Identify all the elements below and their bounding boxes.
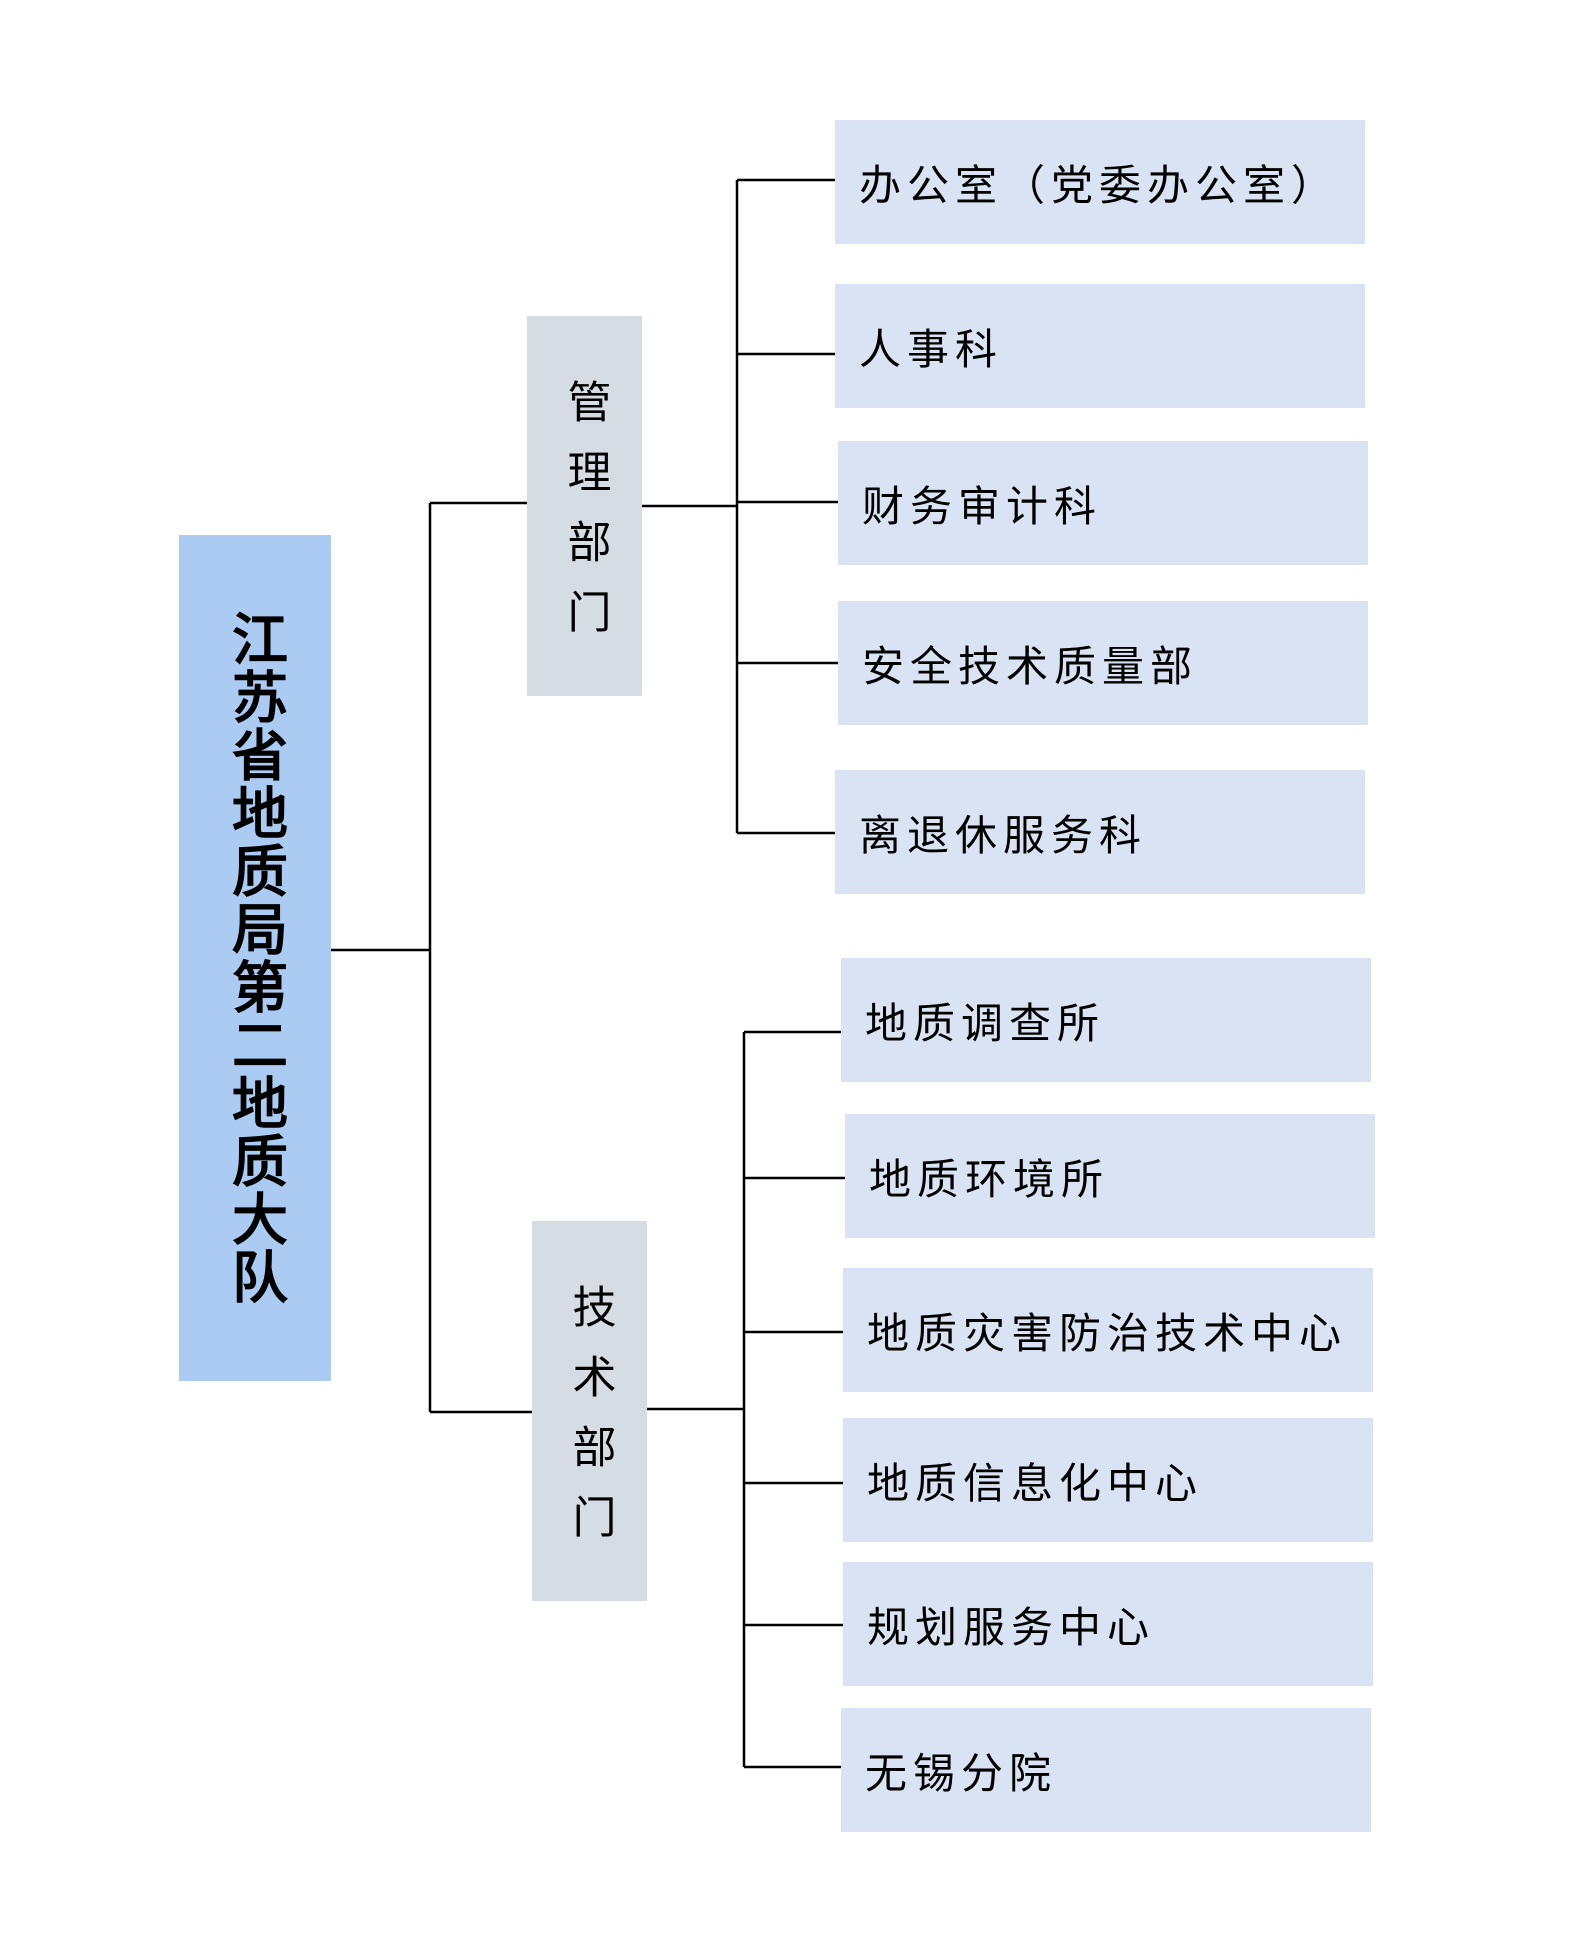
unit-node: 财务审计科 xyxy=(838,441,1368,565)
unit-label: 地质调查所 xyxy=(865,998,1106,1048)
unit-label: 离退休服务科 xyxy=(859,810,1148,860)
unit-label: 安全技术质量部 xyxy=(862,641,1199,691)
unit-node: 人事科 xyxy=(835,284,1365,408)
unit-label: 规划服务中心 xyxy=(867,1602,1156,1652)
unit-node: 地质调查所 xyxy=(841,958,1371,1082)
unit-node: 规划服务中心 xyxy=(843,1562,1373,1686)
unit-node: 安全技术质量部 xyxy=(838,601,1368,725)
unit-node: 无锡分院 xyxy=(841,1708,1371,1832)
root-node: 江苏省地质局第二地质大队 xyxy=(179,535,331,1381)
unit-node: 离退休服务科 xyxy=(835,770,1365,894)
unit-label: 地质环境所 xyxy=(869,1154,1110,1204)
unit-node: 办公室（党委办公室） xyxy=(835,120,1365,244)
unit-label: 地质信息化中心 xyxy=(867,1458,1204,1508)
unit-node: 地质信息化中心 xyxy=(843,1418,1373,1542)
unit-label: 办公室（党委办公室） xyxy=(859,160,1340,210)
dept-label: 管理部门 xyxy=(559,379,611,659)
unit-label: 财务审计科 xyxy=(862,481,1103,531)
dept-label: 技术部门 xyxy=(564,1284,616,1564)
unit-label: 无锡分院 xyxy=(865,1748,1058,1798)
root-label: 江苏省地质局第二地质大队 xyxy=(222,610,288,1306)
unit-label: 人事科 xyxy=(859,324,1004,374)
unit-label: 地质灾害防治技术中心 xyxy=(867,1308,1348,1358)
unit-node: 地质灾害防治技术中心 xyxy=(843,1268,1373,1392)
unit-node: 地质环境所 xyxy=(845,1114,1375,1238)
dept-node-management: 管理部门 xyxy=(527,316,642,696)
dept-node-technical: 技术部门 xyxy=(532,1221,647,1601)
